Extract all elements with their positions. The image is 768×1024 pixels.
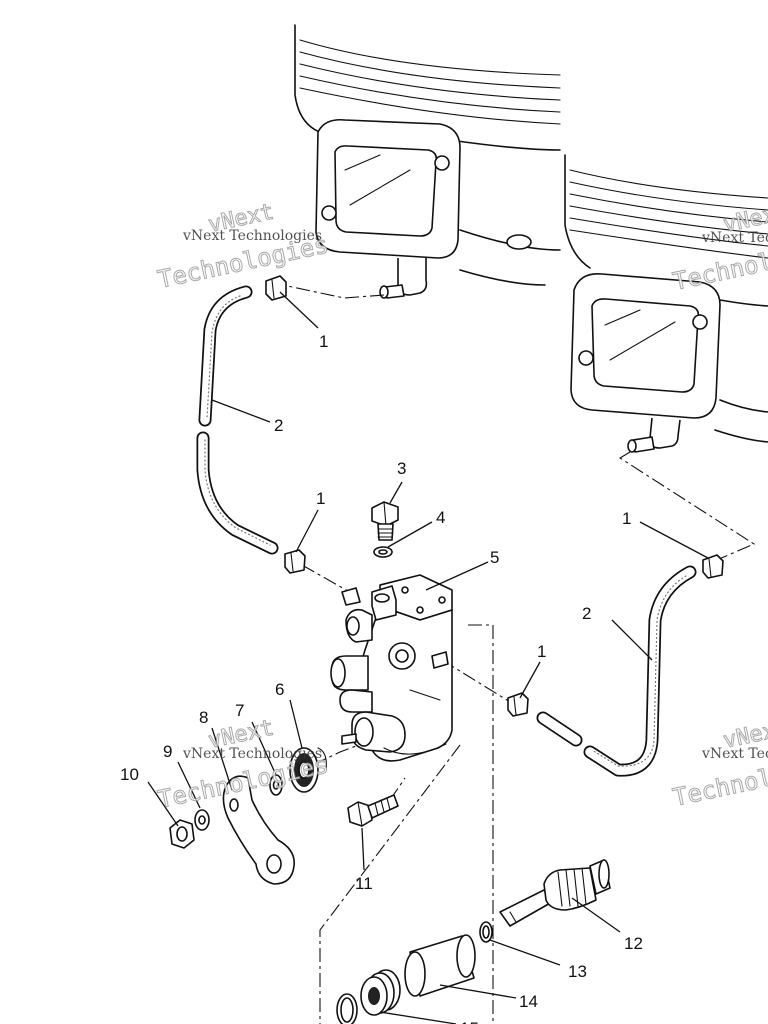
leader-lines <box>147 291 709 1024</box>
upper-cylinder <box>294 24 561 286</box>
lever-arm-8 <box>222 775 295 885</box>
callout-13: 13 <box>568 962 587 981</box>
callout-9: 9 <box>163 742 172 761</box>
washer-9 <box>194 809 210 831</box>
washer-4 <box>373 546 393 558</box>
upper-right-clamp <box>702 554 724 579</box>
callout-1-right-upper: 1 <box>622 509 631 528</box>
left-hose <box>196 285 279 555</box>
callout-1-right-lower: 1 <box>537 642 546 661</box>
lower-cylinder <box>564 154 768 443</box>
callout-labels: 1 2 1 3 4 5 1 2 1 6 7 8 9 10 11 12 13 14… <box>120 332 643 1024</box>
upper-exhaust-flange <box>315 118 461 299</box>
callout-12: 12 <box>624 934 643 953</box>
oring-bottom <box>336 993 358 1024</box>
callout-10: 10 <box>120 765 139 784</box>
callout-7: 7 <box>235 701 244 720</box>
callout-14: 14 <box>519 992 538 1011</box>
lower-exhaust-flange <box>570 273 721 453</box>
callout-2-right-hose: 2 <box>582 604 591 623</box>
callout-8: 8 <box>199 708 208 727</box>
sleeve-14 <box>404 934 476 997</box>
svg-text:vNext Technologies: vNext Technologies <box>701 230 768 246</box>
watermark-upper-left: vNext vNext Technologies Technologies <box>155 199 331 294</box>
watermark-lower-right: vNext vNext Technologies Technologies <box>670 715 768 812</box>
callout-11: 11 <box>355 874 373 893</box>
svg-text:vNext Technologies: vNext Technologies <box>701 746 768 762</box>
bolt-3 <box>371 501 399 541</box>
upper-left-clamp <box>265 275 287 301</box>
callout-2-left-hose: 2 <box>274 416 283 435</box>
drive-shaft-12 <box>499 859 611 927</box>
lower-left-clamp <box>284 549 306 574</box>
watermark-upper-right: vNext vNext Technologies Technologies <box>670 199 768 296</box>
callout-4: 4 <box>436 508 445 527</box>
callout-5: 5 <box>490 548 499 567</box>
spring-15 <box>360 969 401 1016</box>
gear-6 <box>289 747 327 793</box>
svg-text:vNext Technologies: vNext Technologies <box>182 746 322 762</box>
lower-right-clamp <box>507 692 529 717</box>
svg-text:vNext Technologies: vNext Technologies <box>182 228 322 244</box>
oring-13 <box>479 921 493 943</box>
callout-6: 6 <box>275 680 284 699</box>
callout-3: 3 <box>397 459 406 478</box>
callout-1-upper: 1 <box>319 332 328 351</box>
callout-15: 15 <box>460 1019 479 1024</box>
bolt-11 <box>347 794 399 827</box>
oil-pump <box>330 574 453 762</box>
callout-1-left-lower: 1 <box>316 489 325 508</box>
nut-10 <box>169 819 195 849</box>
right-hose <box>536 565 697 777</box>
